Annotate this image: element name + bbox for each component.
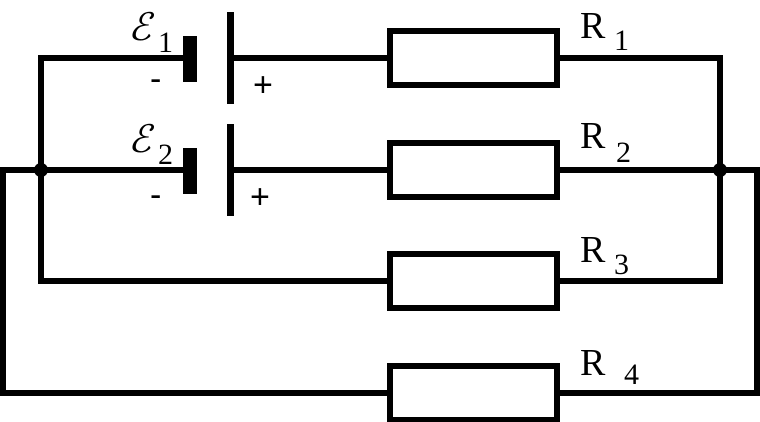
wire-r1-right: [554, 55, 723, 173]
resistor-r3-letter: R: [580, 229, 606, 271]
resistor-r2-subscript: 2: [616, 136, 631, 169]
wire-r4-right: [554, 167, 760, 396]
resistor-r4-letter: R: [580, 342, 606, 384]
resistor-r2-letter: R: [580, 115, 606, 157]
battery-e1: ℰ 1 - +: [128, 5, 273, 104]
junction-node-right: [713, 163, 727, 177]
resistor-r3-body: [387, 251, 560, 311]
battery-e2-positive-sign: +: [250, 178, 270, 216]
wire-top-branch: [38, 55, 189, 173]
resistor-r1: R 1: [387, 5, 629, 88]
battery-e2-subscript: 2: [158, 138, 173, 171]
battery-e1-subscript: 1: [158, 26, 173, 59]
resistor-r2-body: [387, 140, 560, 200]
wire-r3-left: [38, 167, 393, 284]
resistor-r3: R 3: [387, 229, 629, 311]
junction-node-left: [34, 163, 48, 177]
resistor-r1-subscript: 1: [614, 24, 629, 57]
battery-e1-negative-sign: -: [150, 60, 161, 98]
battery-e1-positive-sign: +: [253, 66, 273, 104]
resistor-r3-subscript: 3: [614, 248, 629, 281]
battery-e1-positive-plate: [227, 12, 234, 104]
resistor-r2: R 2: [387, 115, 631, 200]
resistor-r4: R 4: [387, 342, 639, 422]
battery-e2-negative-plate: [183, 148, 197, 194]
battery-e2: ℰ 2 - +: [128, 117, 270, 216]
wire-r3-right: [554, 167, 723, 284]
battery-e1-symbol: ℰ: [128, 5, 155, 49]
battery-e2-symbol: ℰ: [128, 117, 155, 161]
battery-e2-negative-sign: -: [150, 176, 161, 214]
resistor-r1-body: [387, 28, 560, 88]
resistor-r4-body: [387, 363, 560, 422]
resistor-r4-subscript: 4: [624, 358, 639, 391]
battery-e1-negative-plate: [183, 36, 197, 82]
battery-e2-positive-plate: [227, 124, 234, 216]
resistor-r1-letter: R: [580, 5, 606, 47]
wire-r4-left: [0, 167, 393, 396]
